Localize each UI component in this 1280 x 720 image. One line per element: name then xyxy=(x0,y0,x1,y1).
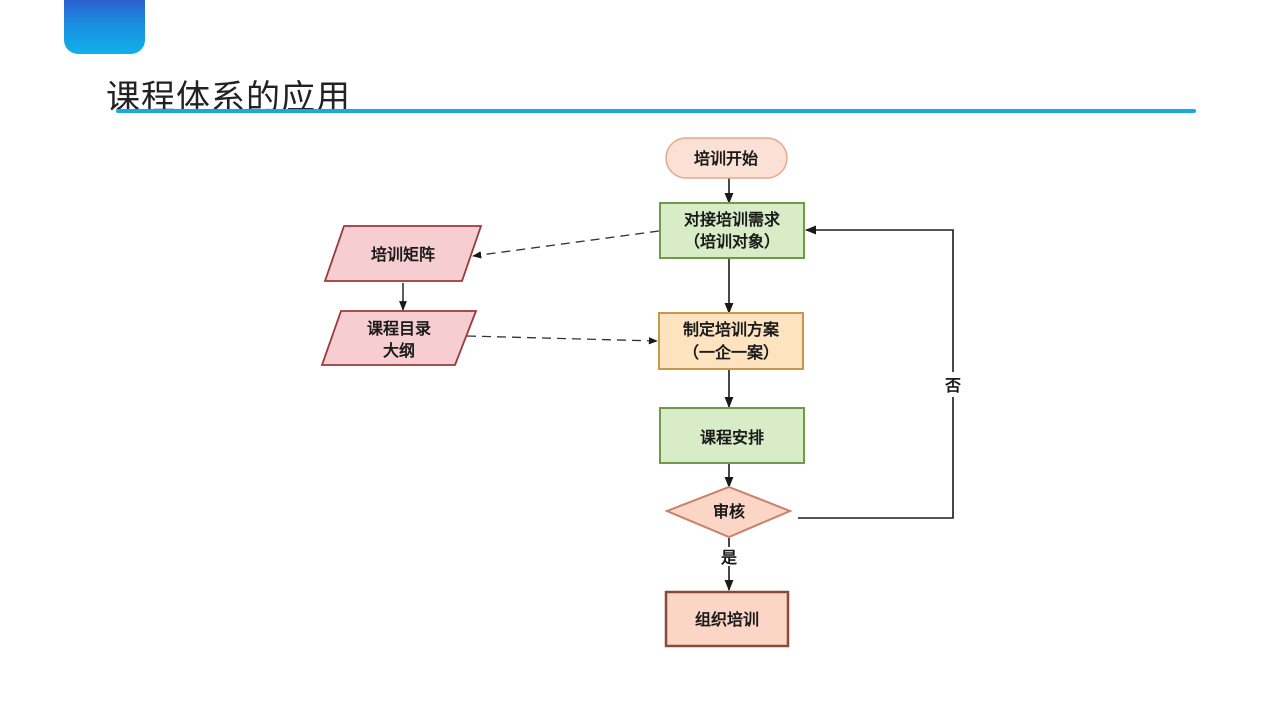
node-organize: 组织培训 xyxy=(664,590,790,648)
edge-review-no-loop xyxy=(798,397,954,519)
node-requirements: 对接培训需求 （培训对象） xyxy=(659,202,805,259)
node-schedule-label: 课程安排 xyxy=(700,428,764,447)
edge-label-no: 否 xyxy=(944,376,961,395)
node-organize-label: 组织培训 xyxy=(695,610,759,629)
node-review: 审核 xyxy=(664,485,793,539)
node-start-label: 培训开始 xyxy=(694,149,758,168)
node-requirements-line1: 对接培训需求 xyxy=(684,210,781,229)
node-catalog: 课程目录 大纲 xyxy=(320,310,478,366)
node-catalog-line2: 大纲 xyxy=(383,341,415,360)
edge-catalog-to-plan-dashed xyxy=(466,335,658,345)
edge-label-yes: 是 xyxy=(720,548,737,567)
node-requirements-line2: （培训对象） xyxy=(684,232,780,251)
node-schedule: 课程安排 xyxy=(659,407,805,464)
node-matrix: 培训矩阵 xyxy=(323,225,483,282)
node-matrix-label: 培训矩阵 xyxy=(371,245,435,264)
node-plan-line1: 制定培训方案 xyxy=(683,320,780,339)
corner-decoration xyxy=(64,0,145,54)
node-start: 培训开始 xyxy=(665,137,788,179)
node-plan: 制定培训方案 （一企一案） xyxy=(658,312,804,370)
node-catalog-line1: 课程目录 xyxy=(367,319,431,338)
node-review-label: 审核 xyxy=(713,502,745,521)
no-label-bg xyxy=(938,373,968,397)
edge-no-loop-to-requirements xyxy=(804,225,954,372)
title-underline xyxy=(116,109,1196,113)
node-plan-line2: （一企一案） xyxy=(683,343,779,362)
edge-requirements-to-matrix-dashed xyxy=(472,230,660,259)
